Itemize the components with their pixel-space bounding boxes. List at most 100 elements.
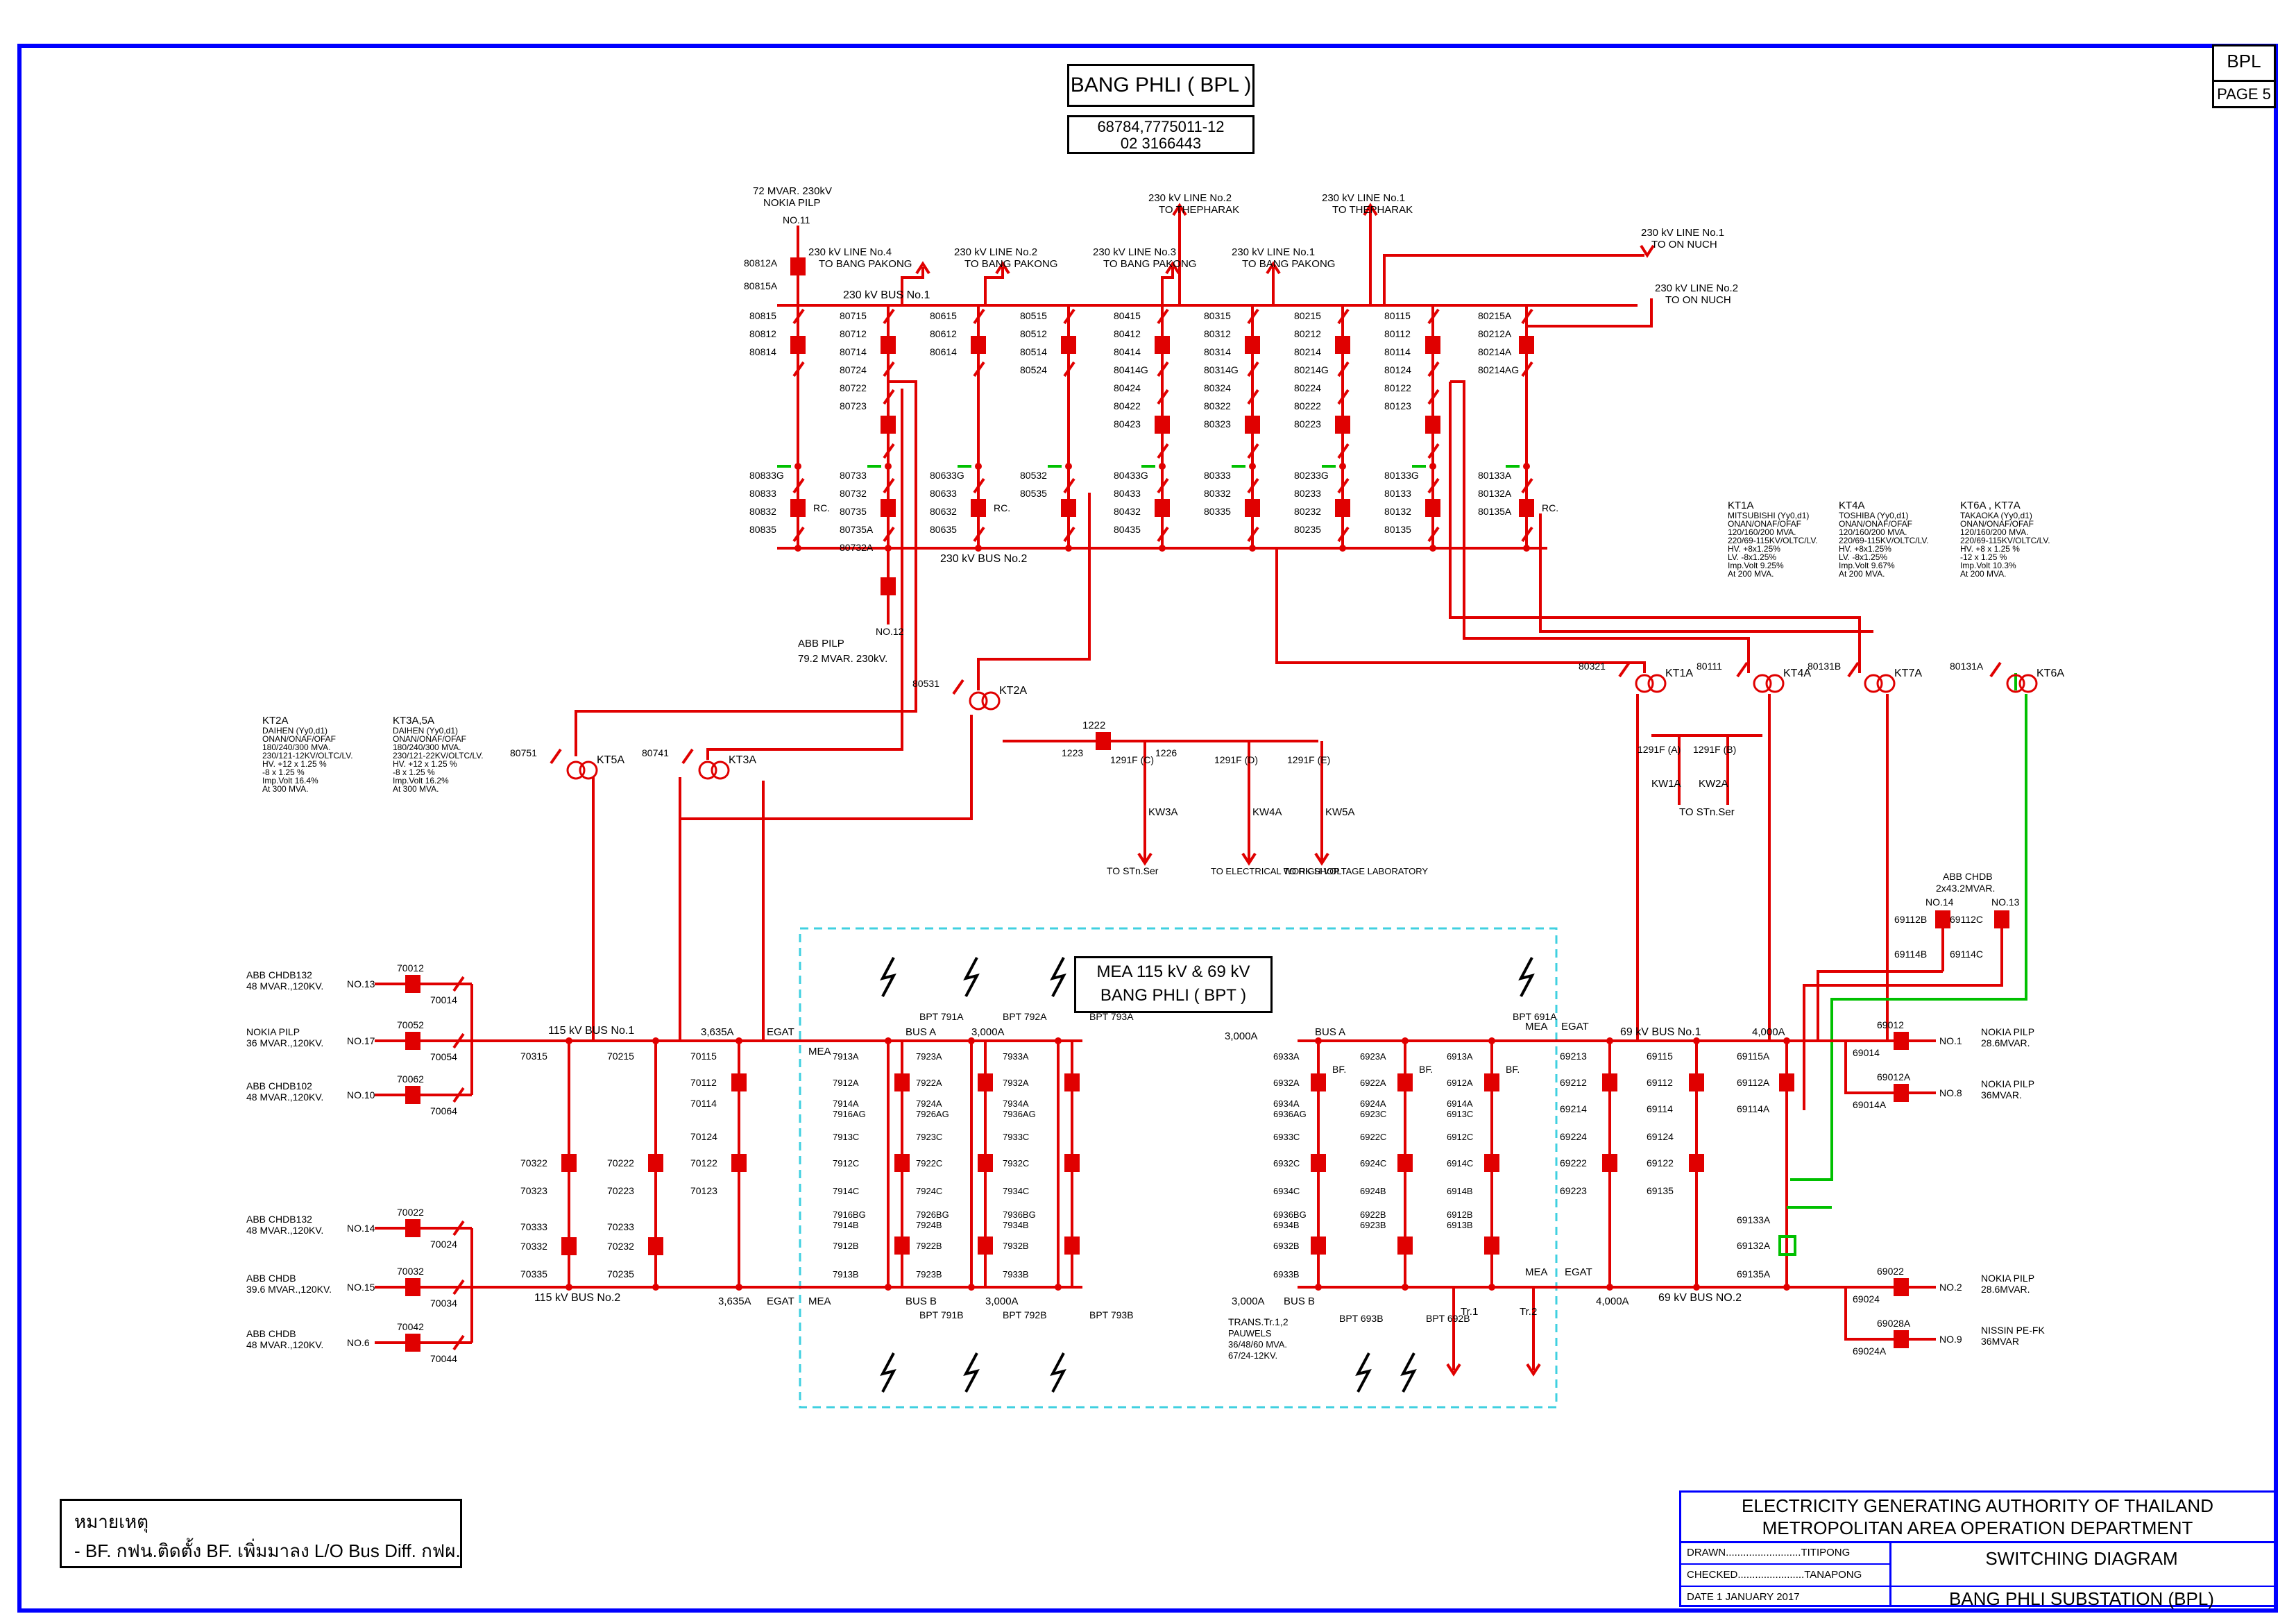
feeder-wire — [1161, 267, 1174, 305]
line-label-230kv: 230 kV LINE No.1 — [1641, 227, 1724, 239]
station-service-kw-label: KW4A — [1252, 806, 1282, 818]
circuit-breaker-mea — [894, 1073, 910, 1091]
station-service-switch-label: 1291F (B) — [1693, 744, 1736, 755]
title-block: ELECTRICITY GENERATING AUTHORITY OF THAI… — [1679, 1490, 2276, 1609]
capacitor-cb-label: 69028A — [1877, 1318, 1911, 1329]
circuit-breaker-capacitor — [1894, 1032, 1909, 1050]
disconnect-switch — [452, 976, 465, 992]
switch-label-230kv: 80212 — [1294, 328, 1321, 339]
mea-substation-box — [799, 927, 1558, 1409]
switch-label-230kv: 80532 — [1020, 470, 1047, 481]
capacitor-switch-label: 69014 — [1853, 1047, 1880, 1058]
mea-label: MEA — [808, 1295, 831, 1307]
switch-label-mea-69kv: 6933B — [1273, 1269, 1300, 1280]
switch-label-230kv: 80815 — [749, 310, 776, 321]
disconnect-switch — [1337, 389, 1350, 405]
capacitor-feeder — [1844, 1041, 1873, 1094]
line-label-230kv: 230 kV LINE No.1 — [1232, 246, 1315, 258]
capacitor-switch-label: 70014 — [430, 994, 457, 1005]
circuit-breaker-capacitor — [1994, 910, 2009, 928]
disconnect-switch — [550, 748, 562, 765]
lightning-symbol — [963, 957, 980, 997]
switch-label-230kv: 80222 — [1294, 400, 1321, 411]
bus-junction — [1523, 545, 1530, 552]
circuit-breaker-230kv — [790, 499, 806, 517]
circuit-breaker-69kv — [1689, 1154, 1704, 1172]
switch-label-mea-115kv: 7913A — [833, 1051, 859, 1062]
bus-junction — [1159, 545, 1166, 552]
reclose-label: RC. — [994, 502, 1010, 513]
switch-label-mea-69kv: 6922B — [1360, 1209, 1386, 1220]
disconnect-switch — [452, 1279, 465, 1295]
reclose-label: RC. — [1542, 502, 1558, 513]
disconnect-switch — [1427, 389, 1440, 405]
transformer-spec-line: 230/121-22KV/OLTC/LV. — [393, 751, 484, 760]
circuit-breaker-230kv — [881, 499, 896, 517]
circuit-breaker-mea — [978, 1154, 993, 1172]
disconnect-switch — [1337, 308, 1350, 325]
circuit-breaker-69kv — [1602, 1154, 1617, 1172]
switch-label-115kv: 70114 — [690, 1098, 717, 1109]
switch-label-230kv: 80715 — [840, 310, 867, 321]
capacitor-switch-label: 70044 — [430, 1353, 457, 1364]
switch-label-230kv: 80135 — [1384, 524, 1411, 535]
switch-label-115kv: 70232 — [607, 1241, 634, 1252]
switch-label-mea-115kv: 7933C — [1003, 1132, 1029, 1142]
transformer-spec-line: At 200 MVA. — [1728, 569, 1774, 579]
bus-a-label: BUS A — [1315, 1026, 1345, 1038]
station-service-arrow — [1314, 852, 1329, 866]
mea-label: MEA — [808, 1046, 831, 1057]
transformer-spec-name: KT3A,5A — [393, 715, 435, 726]
line-destination-230kv: TO THEPHARAK — [1332, 204, 1413, 216]
circuit-breaker-mea — [1397, 1154, 1413, 1172]
switch-label-230kv: 80422 — [1114, 400, 1141, 411]
breakers — [405, 203, 2038, 1377]
disconnect-switch — [792, 526, 805, 543]
lightning-symbol — [963, 1352, 980, 1393]
transformer-kt1a — [1647, 674, 1667, 693]
bus-junction — [1249, 545, 1256, 552]
bus-junction — [1488, 1037, 1495, 1044]
capacitor-cb-label: 69012A — [1877, 1071, 1911, 1082]
transformer-spec-line: Imp.Volt 10.3% — [1960, 561, 2016, 570]
disconnect-switch — [883, 308, 895, 325]
bus-junction — [652, 1284, 659, 1291]
switch-label-115kv: 70123 — [690, 1185, 717, 1196]
transformer-spec-line: DAIHEN (Yy0,d1) — [393, 726, 459, 736]
circuit-breaker-230kv — [1245, 336, 1260, 354]
switch-label-230kv: 80314G — [1204, 364, 1239, 375]
org-name: ELECTRICITY GENERATING AUTHORITY OF THAI… — [1742, 1495, 2213, 1516]
switch-label-230kv: 80722 — [840, 382, 867, 393]
circuit-breaker-open — [1778, 1235, 1796, 1256]
egat-label: EGAT — [1561, 1021, 1589, 1033]
disconnect-switch — [681, 748, 694, 765]
capacitor-name: ABB CHDB — [246, 1273, 296, 1284]
transformer-spec-line: ONAN/ONAF/OFAF — [1728, 519, 1802, 529]
switch-label-230kv: 80212A — [1478, 328, 1512, 339]
switch-label-230kv: 80815A — [744, 280, 778, 291]
disconnect-switch — [1247, 477, 1259, 494]
circuit-breaker-230kv — [1335, 499, 1350, 517]
station-service-destination: TO ELECTRICAL WORK SHOP — [1211, 866, 1340, 876]
transformer-spec-line: HV. +12 x 1.25 % — [393, 759, 457, 769]
capacitor-no: NO.1 — [1939, 1035, 1962, 1046]
switch-label-230kv: 80335 — [1204, 506, 1231, 517]
transformer-kt3a — [698, 760, 717, 780]
transformer-spec-line: MITSUBISHI (Yy0,d1) — [1728, 511, 1810, 520]
disconnect-switch — [452, 1220, 465, 1237]
bpt-label: BPT 792B — [1003, 1309, 1047, 1320]
switch-label-230kv: 80424 — [1114, 382, 1141, 393]
bus-junction — [566, 1037, 572, 1044]
bus-junction — [1693, 1284, 1700, 1291]
switch-label-69kv: 69224 — [1560, 1131, 1587, 1142]
switch-label-mea-115kv: 7936AG — [1003, 1109, 1036, 1119]
disconnect-switch — [973, 477, 985, 494]
transformer-name: KT4A — [1783, 668, 1811, 679]
switch-label-230kv: 80712 — [840, 328, 867, 339]
transformer-spec-line: Imp.Volt 9.25% — [1728, 561, 1784, 570]
bus-115kv-1-label: 115 kV BUS No.1 — [548, 1025, 634, 1037]
substation-name: BANG PHLI SUBSTATION (BPL) — [1949, 1588, 2214, 1609]
transformer-secondary — [680, 715, 973, 820]
line-label-230kv: 72 MVAR. 230kV — [753, 185, 832, 197]
line-label-230kv: 230 kV LINE No.4 — [808, 246, 892, 258]
